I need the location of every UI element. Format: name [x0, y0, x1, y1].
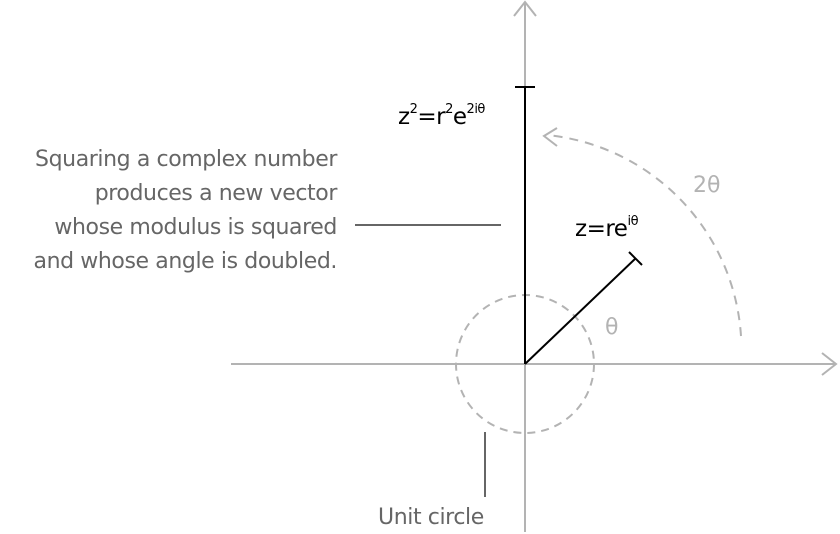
z-exponent: iθ: [627, 214, 639, 229]
unit-circle-label: Unit circle: [378, 505, 484, 530]
z-squared-vector: [515, 86, 535, 364]
z-base: z=re: [575, 216, 628, 242]
caption: Squaring a complex number produces a new…: [0, 143, 337, 279]
z-squared-exponent: 2: [409, 102, 418, 117]
caption-line: whose modulus is squared: [54, 215, 337, 240]
z-squared-base: z: [398, 104, 410, 130]
z-label: z=reiθ: [575, 214, 639, 242]
z-squared-label: z2=r2e2iθ: [398, 102, 486, 130]
modulus-r: r: [436, 104, 446, 130]
z-vector: [524, 251, 643, 365]
caption-line: Squaring a complex number: [35, 147, 337, 172]
double-angle-arrow-icon: [542, 127, 558, 147]
theta-label: θ: [605, 315, 619, 340]
z-tick: [628, 251, 643, 266]
r-exponent: 2: [445, 102, 453, 117]
equals-sign: =: [417, 104, 437, 130]
caption-line: and whose angle is doubled.: [33, 249, 337, 274]
real-axis: [231, 352, 838, 376]
euler-e: e: [452, 104, 467, 130]
caption-line: produces a new vector: [94, 181, 338, 206]
double-angle-arc: [546, 134, 742, 337]
imaginary-axis-arrow-icon: [513, 0, 537, 17]
real-axis-arrow-icon: [821, 352, 838, 376]
two-theta-label: 2θ: [693, 173, 721, 198]
e-exponent: 2iθ: [466, 102, 486, 117]
